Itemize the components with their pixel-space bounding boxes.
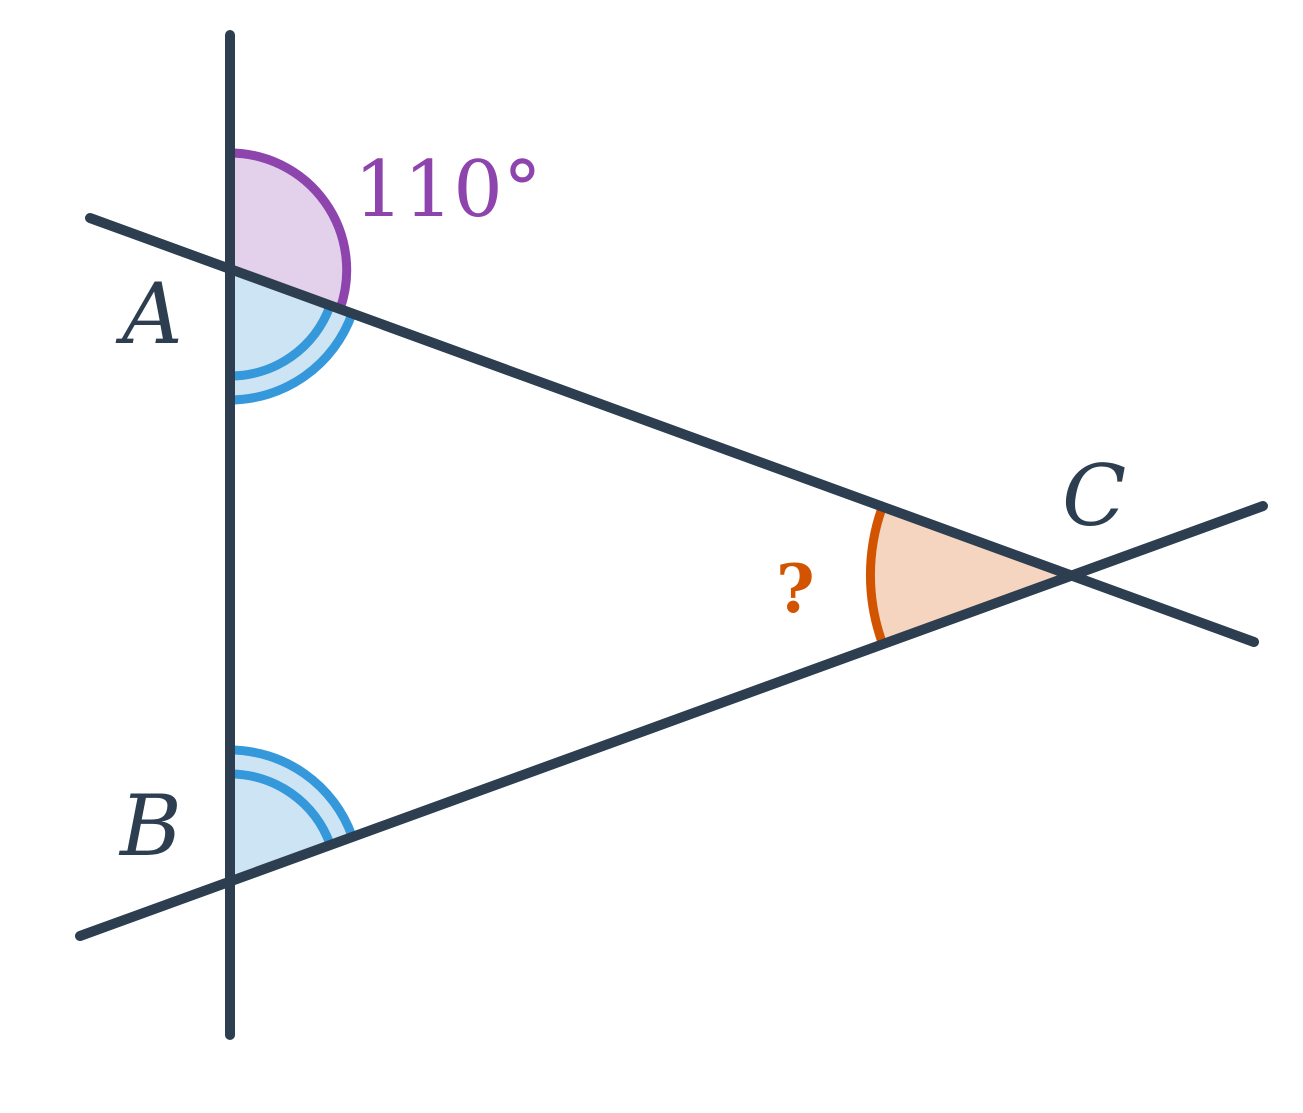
- angle-c-fill: [870, 508, 1072, 642]
- interior-angle-b-outer-arc: [229, 745, 357, 838]
- interior-angle-a-outer-arc: [229, 312, 357, 405]
- point-a-label: A: [115, 265, 183, 363]
- interior-angle-a-inner-arc: [229, 304, 335, 381]
- point-b-label: B: [118, 777, 182, 875]
- interior-angle-b-inner-arc: [229, 769, 335, 846]
- line-through-a-c: [85, 213, 1259, 647]
- angle-c-label: ?: [776, 550, 815, 628]
- point-c-label: C: [1062, 447, 1126, 545]
- exterior-angle-a-label: 110°: [354, 145, 542, 235]
- exterior-angle-a-fill: [230, 153, 347, 309]
- exterior-angle-a-arc: [229, 148, 352, 311]
- angle-c-arc: [865, 506, 887, 644]
- line-through-b-c: [75, 501, 1268, 941]
